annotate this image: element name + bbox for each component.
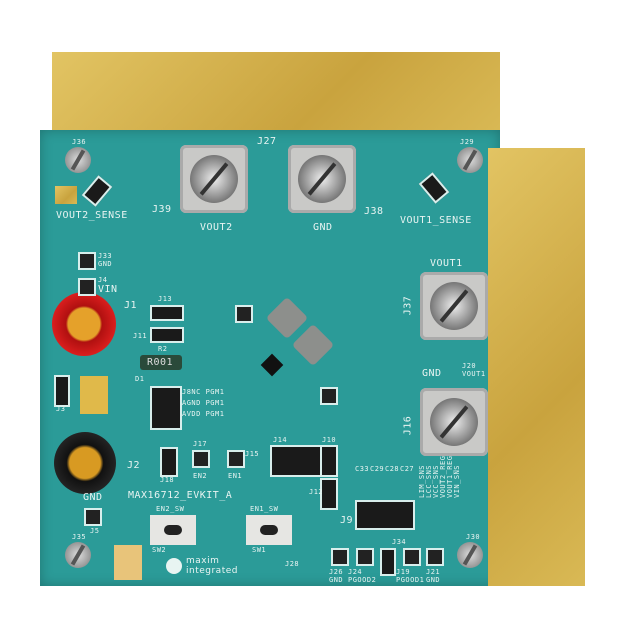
- label-j9: J9: [340, 515, 354, 526]
- maxim-logo-icon: [166, 558, 182, 574]
- label-j33-gnd: J33 GND: [98, 252, 113, 268]
- test-point-j4[interactable]: [78, 278, 96, 296]
- board-name: MAX16712_EVKIT_A: [128, 490, 233, 501]
- label-vout2: VOUT2: [200, 222, 233, 233]
- label-j30: J30: [466, 533, 481, 541]
- label-j12: J12: [309, 488, 324, 496]
- label-pgm-2: AGND PGM1: [182, 399, 225, 407]
- label-j39: J39: [152, 204, 172, 215]
- header-j9[interactable]: [355, 500, 415, 530]
- label-sw2: SW2: [152, 546, 167, 554]
- right-copper-plate: [488, 148, 585, 586]
- test-point-j6[interactable]: [235, 305, 253, 323]
- test-point-j24[interactable]: [356, 548, 374, 566]
- label-j4: J4: [98, 276, 108, 284]
- switch-sw2[interactable]: [150, 515, 196, 545]
- terminal-j39-vout2[interactable]: [180, 145, 248, 213]
- label-j36: J36: [72, 138, 87, 146]
- label-j2: J2: [127, 460, 141, 471]
- label-j24-pgood2: J24 PGOOD2: [348, 568, 377, 584]
- header-pgm[interactable]: [150, 386, 182, 430]
- test-point-j15[interactable]: [227, 450, 245, 468]
- label-en1-sw: EN1_SW: [250, 505, 279, 513]
- label-j26-gnd: J26 GND: [329, 568, 344, 584]
- label-en2-sw: EN2_SW: [156, 505, 185, 513]
- header-j18[interactable]: [160, 447, 178, 477]
- resistor-r001: [140, 355, 182, 370]
- label-gnd-right: GND: [422, 368, 442, 379]
- label-r2: R2: [158, 345, 168, 353]
- label-j19-pgood1: J19 PGOOD1: [396, 568, 425, 584]
- label-vout1: VOUT1: [430, 258, 463, 269]
- label-j1: J1: [124, 300, 138, 311]
- label-j34: J34: [392, 538, 407, 546]
- label-j13: J13: [158, 295, 173, 303]
- terminal-j38-gnd[interactable]: [288, 145, 356, 213]
- sense-pads: [55, 186, 77, 204]
- mounting-screw: [457, 542, 483, 568]
- header-j10[interactable]: [320, 445, 338, 477]
- top-copper-plate: [52, 52, 500, 138]
- black-jack-j2[interactable]: [54, 432, 116, 494]
- test-point-j21[interactable]: [426, 548, 444, 566]
- label-j15: J15: [245, 450, 260, 458]
- label-cap-c27: C27: [400, 465, 415, 473]
- test-point-j8[interactable]: [320, 387, 338, 405]
- label-gnd-left: GND: [83, 492, 103, 503]
- label-j18: J18: [160, 476, 175, 484]
- terminal-j37-vout1[interactable]: [420, 272, 488, 340]
- label-r001: R001: [147, 357, 174, 368]
- label-d1: D1: [135, 375, 145, 383]
- label-j17: J17: [193, 440, 208, 448]
- tantalum-capacitor: [80, 376, 108, 414]
- label-j37: J37: [402, 295, 414, 316]
- label-en2: EN2: [193, 472, 208, 480]
- label-vin-sns: VIN_SNS: [453, 464, 461, 498]
- test-point-j33[interactable]: [78, 252, 96, 270]
- test-point-j19[interactable]: [403, 548, 421, 566]
- label-j10: J10: [322, 436, 337, 444]
- label-j35: J35: [72, 533, 87, 541]
- label-cap-c33: C33: [355, 465, 370, 473]
- label-pgm-3: AVDD PGM1: [182, 410, 225, 418]
- label-j29: J29: [460, 138, 475, 146]
- header-j14[interactable]: [270, 445, 322, 477]
- label-gnd-top: GND: [313, 222, 333, 233]
- switch-sw1[interactable]: [246, 515, 292, 545]
- label-pgm-1: J8NC PGM1: [182, 388, 225, 396]
- label-j20-vout1: J20 VOUT1: [462, 362, 486, 378]
- label-j5: J5: [90, 527, 100, 535]
- header-j12[interactable]: [320, 478, 338, 510]
- label-vout1-sense: VOUT1_SENSE: [400, 215, 472, 226]
- test-point-j17[interactable]: [192, 450, 210, 468]
- label-j38: J38: [364, 206, 384, 217]
- label-cap-c28: C28: [385, 465, 400, 473]
- header-j34[interactable]: [380, 548, 396, 576]
- header-j13[interactable]: [150, 305, 184, 321]
- mounting-screw: [65, 147, 91, 173]
- mounting-screw: [65, 542, 91, 568]
- label-j3: J3: [56, 405, 66, 413]
- test-point-j26[interactable]: [331, 548, 349, 566]
- label-j16: J16: [402, 415, 414, 436]
- label-vout2-sense: VOUT2_SENSE: [56, 210, 128, 221]
- label-j11: J11: [133, 332, 148, 340]
- label-cap-c29: C29: [370, 465, 385, 473]
- header-j11[interactable]: [150, 327, 184, 343]
- mounting-screw: [457, 147, 483, 173]
- label-sw1: SW1: [252, 546, 267, 554]
- label-en1: EN1: [228, 472, 243, 480]
- test-point-j5[interactable]: [84, 508, 102, 526]
- brand-text: maxim integrated: [186, 556, 238, 576]
- red-jack-j1[interactable]: [52, 292, 116, 356]
- header-j3[interactable]: [54, 375, 70, 407]
- label-j27: J27: [257, 136, 277, 147]
- label-j28: J28: [285, 560, 300, 568]
- logo-pad: [114, 545, 142, 580]
- label-j14: J14: [273, 436, 288, 444]
- label-vin: VIN: [98, 284, 118, 295]
- label-j21-gnd: J21 GND: [426, 568, 441, 584]
- terminal-j16-gnd[interactable]: [420, 388, 488, 456]
